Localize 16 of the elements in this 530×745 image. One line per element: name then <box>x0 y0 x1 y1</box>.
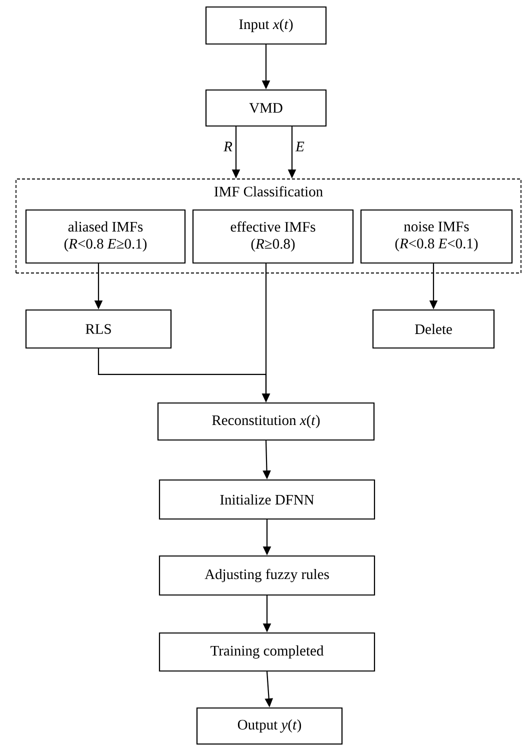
dashed-group-frame <box>16 178 522 274</box>
process-box: Adjusting fuzzy rules <box>158 555 376 596</box>
process-box: Delete <box>372 309 495 349</box>
process-box: Output y(t) <box>196 707 343 745</box>
edge-label: R <box>224 142 232 152</box>
process-box: aliased IMFs (R<0.8 E≥0.1) <box>25 209 186 264</box>
process-box: Input x(t) <box>205 6 327 45</box>
group-title: IMF Classification <box>214 186 323 196</box>
process-box: Initialize DFNN <box>158 479 376 520</box>
edge-label: E <box>295 142 304 152</box>
process-box: Reconstitution x(t) <box>157 402 375 441</box>
process-box: VMD <box>205 89 327 127</box>
process-box: effective IMFs (R≥0.8) <box>192 209 354 264</box>
process-box: noise IMFs (R<0.8 E<0.1) <box>360 209 513 264</box>
process-box: RLS <box>25 309 172 349</box>
process-box: Training completed <box>158 632 376 672</box>
